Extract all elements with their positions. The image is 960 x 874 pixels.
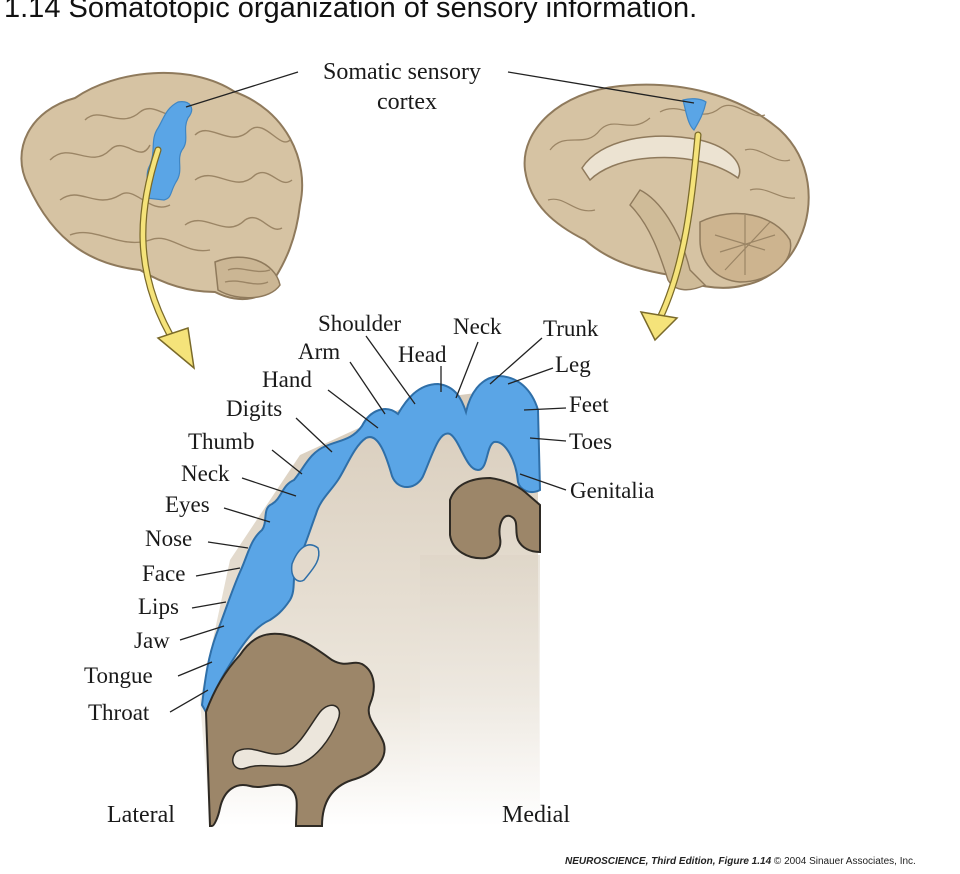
label-genitalia: Genitalia bbox=[570, 478, 654, 503]
label-lateral: Lateral bbox=[107, 802, 175, 828]
cortex-leader-right bbox=[507, 71, 695, 104]
credit-copyright: © 2004 Sinauer Associates, Inc. bbox=[773, 856, 916, 867]
cortex-label-line2: cortex bbox=[377, 89, 437, 115]
arrow-left bbox=[139, 146, 196, 370]
credit-book: NEUROSCIENCE, Third Edition, Figure 1.14 bbox=[565, 856, 772, 867]
label-medial: Medial bbox=[502, 802, 570, 828]
label-neck-top: Neck bbox=[453, 314, 502, 339]
label-toes: Toes bbox=[569, 429, 612, 454]
label-digits: Digits bbox=[226, 396, 282, 421]
label-nose: Nose bbox=[145, 526, 192, 551]
label-arm: Arm bbox=[298, 339, 340, 364]
label-head: Head bbox=[398, 342, 447, 367]
arrow-right bbox=[639, 131, 702, 342]
lateral-cortex-strip bbox=[145, 101, 193, 201]
medial-brain bbox=[523, 83, 810, 291]
label-hand: Hand bbox=[262, 367, 312, 392]
label-tongue: Tongue bbox=[84, 663, 153, 688]
cortex-leader-left bbox=[185, 71, 299, 108]
cerebellum-lateral bbox=[214, 256, 281, 299]
body-part-leaders bbox=[169, 335, 567, 713]
label-feet: Feet bbox=[569, 392, 609, 417]
label-face: Face bbox=[142, 561, 185, 586]
label-throat: Throat bbox=[88, 700, 150, 725]
label-leg: Leg bbox=[555, 352, 591, 377]
brainstem bbox=[629, 189, 707, 291]
slide-title: 1.14 Somatotopic organization of sensory… bbox=[4, 0, 698, 24]
figure-credit: NEUROSCIENCE, Third Edition, Figure 1.14… bbox=[565, 856, 916, 867]
label-jaw: Jaw bbox=[134, 628, 170, 653]
cortex-cross-section bbox=[200, 374, 542, 827]
cortex-label-line1: Somatic sensory bbox=[323, 59, 481, 85]
label-shoulder: Shoulder bbox=[318, 311, 401, 336]
label-thumb: Thumb bbox=[188, 429, 254, 454]
label-lips: Lips bbox=[138, 594, 179, 619]
lateral-gray-matter bbox=[204, 632, 386, 827]
label-eyes: Eyes bbox=[165, 492, 210, 517]
body-part-labels: Shoulder Arm Hand Digits Thumb Neck Eyes… bbox=[84, 311, 654, 725]
label-neck-lateral: Neck bbox=[181, 461, 230, 486]
medial-cortex-strip bbox=[682, 98, 707, 131]
lateral-brain bbox=[20, 71, 304, 301]
medial-gray-matter bbox=[449, 476, 541, 560]
label-trunk: Trunk bbox=[543, 316, 599, 341]
